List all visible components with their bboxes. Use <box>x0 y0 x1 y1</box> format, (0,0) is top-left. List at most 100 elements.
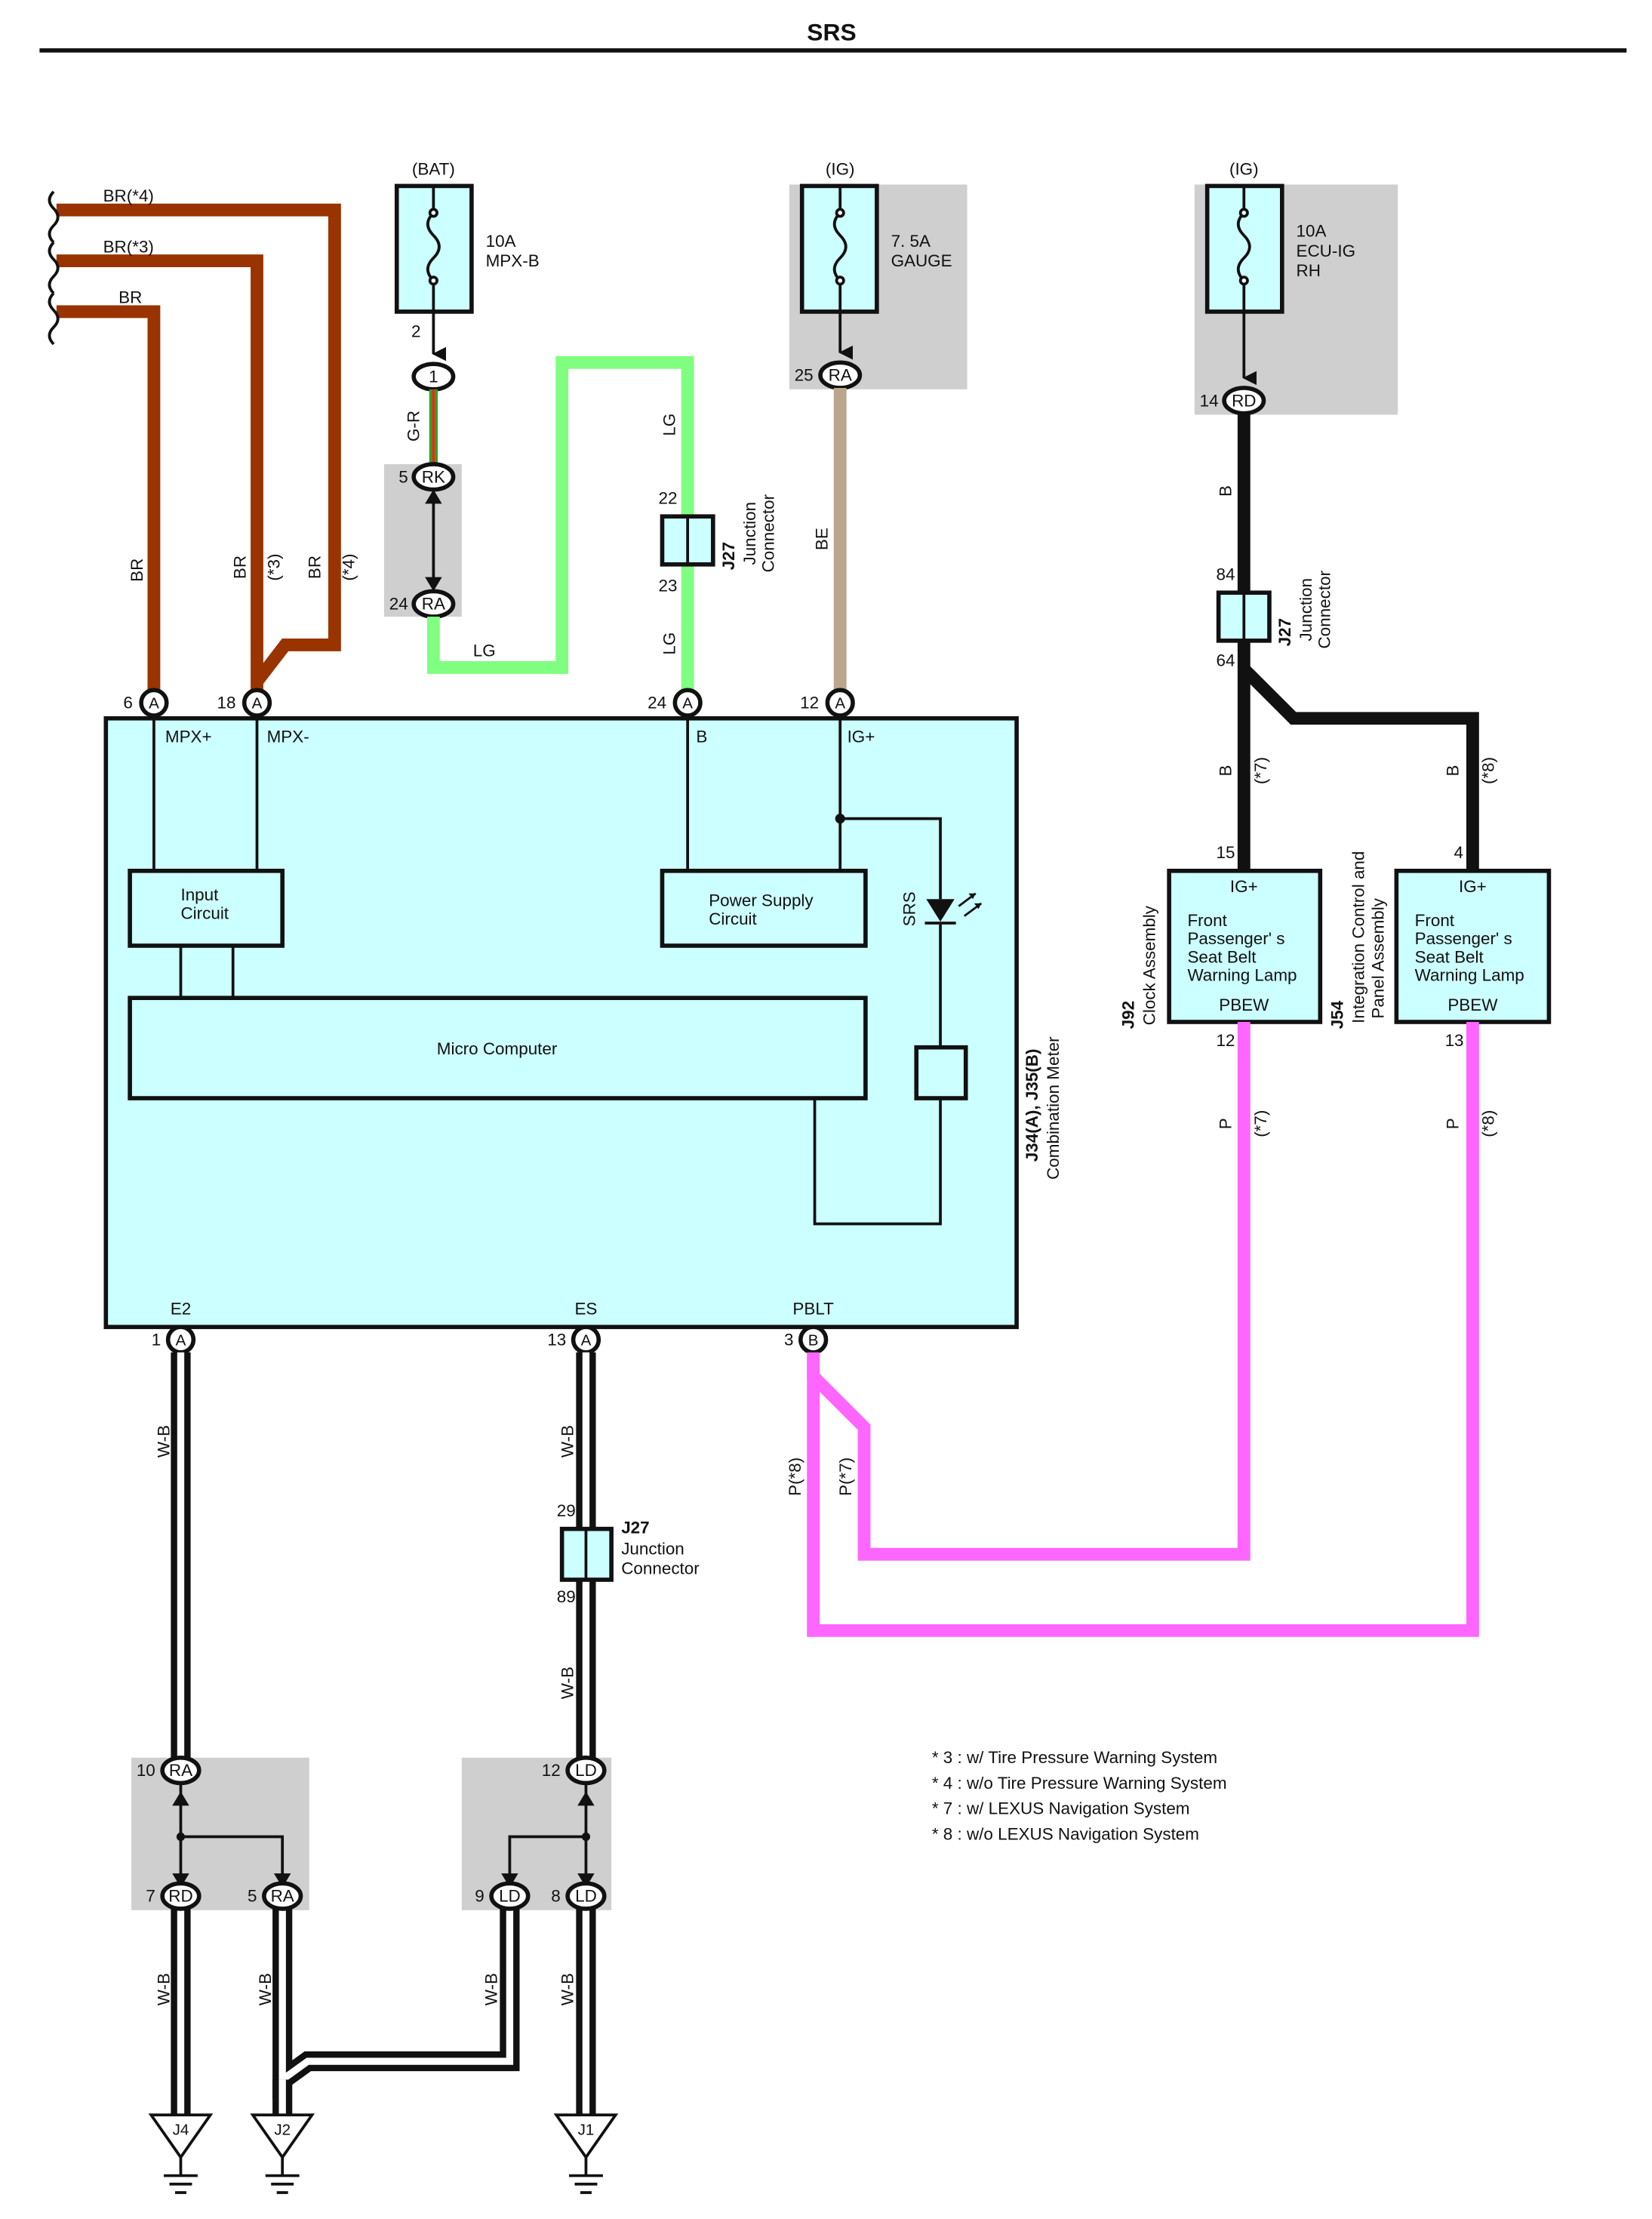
wire-label-gr: G-R <box>405 411 423 442</box>
source-bat: (BAT) <box>412 159 455 178</box>
wire-label-wb2: W-B <box>558 1425 577 1457</box>
svg-text:12: 12 <box>800 694 819 712</box>
wb-wires <box>171 1352 596 2116</box>
wire-label-p-left: P <box>1216 1118 1235 1129</box>
svg-text:A: A <box>581 1331 592 1349</box>
lamp-panel-pbew: PBEW <box>1447 996 1498 1014</box>
lamp-panel-l3: Seat Belt <box>1415 947 1484 966</box>
ground-icon-j2: J2 <box>250 2113 315 2194</box>
svg-text:6: 6 <box>123 694 132 712</box>
pin-j27-23: 23 <box>658 576 677 595</box>
pin-j27-84: 84 <box>1216 565 1235 583</box>
wire-label-b-right: B <box>1444 765 1463 776</box>
svg-text:10: 10 <box>137 1761 155 1780</box>
fuse-gauge-name: GAUGE <box>891 251 952 270</box>
splice-right: LD 12 LD 9 LD 8 <box>475 1755 607 1911</box>
wire-label-b-right-star: (*8) <box>1478 757 1497 784</box>
micro-computer <box>128 996 868 1100</box>
j54-label: J54 <box>1327 1000 1346 1029</box>
svg-text:A: A <box>835 695 845 712</box>
lamp-box-clock <box>1167 869 1323 1024</box>
junction-dot <box>835 814 845 824</box>
svg-text:RA: RA <box>271 1887 294 1906</box>
fuse-ecu-symbol <box>1236 186 1251 312</box>
meter-label-igp: IG+ <box>848 728 875 746</box>
svg-text:B: B <box>808 1331 819 1349</box>
pin-j27-89: 89 <box>557 1587 576 1606</box>
meter-label-mpxm: MPX- <box>267 728 309 746</box>
micro-computer-label: Micro Computer <box>437 1039 558 1058</box>
connector-rd-a-label: RD <box>1232 391 1256 410</box>
svg-text:1: 1 <box>152 1330 161 1349</box>
wire-label-wb3: W-B <box>558 1667 577 1699</box>
wire-label-p-right: P <box>1444 1118 1463 1129</box>
meter-internal-wiring <box>152 716 942 1226</box>
meter-label-pblt: PBLT <box>792 1299 834 1318</box>
meter-bottom-pins: A 1 A 13 B 3 <box>152 1325 829 1355</box>
meter-label-e2: E2 <box>171 1299 191 1318</box>
fuse-gauge-symbol <box>832 186 848 312</box>
wire-label-p-right-star: (*8) <box>1478 1110 1497 1137</box>
rk-arrow-up <box>425 489 442 504</box>
svg-text:RD: RD <box>168 1887 192 1906</box>
svg-text:7: 7 <box>146 1887 155 1906</box>
wire-lg <box>426 355 694 691</box>
svg-text:5: 5 <box>248 1887 257 1906</box>
j54-desc1: Integration Control and <box>1349 851 1367 1023</box>
meter-label-b: B <box>696 728 707 746</box>
note-4: * 8 : w/o LEXUS Navigation System <box>932 1824 1199 1843</box>
wire-label-b-top: B <box>1216 485 1235 497</box>
j27-b-name: J27 <box>1275 618 1294 646</box>
wire-label-p-left-star: (*7) <box>1251 1110 1270 1137</box>
wire-label-be: BE <box>812 528 831 550</box>
j27-lg-name: J27 <box>719 542 738 570</box>
pin-ra-25: 25 <box>795 366 814 385</box>
j27-es-name: J27 <box>621 1518 649 1537</box>
svg-text:RA: RA <box>169 1761 192 1780</box>
lamp-panel-igp: IG+ <box>1459 877 1487 896</box>
connector-rk-label: RK <box>422 467 445 486</box>
j27-lg-desc1: Junction <box>740 502 759 565</box>
wire-label-star3: (*3) <box>264 553 283 580</box>
power-supply-label2: Circuit <box>709 909 757 928</box>
fuse-ecu-name1: ECU-IG <box>1297 242 1356 260</box>
svg-text:13: 13 <box>547 1330 566 1349</box>
svg-text:A: A <box>682 695 693 712</box>
j27-b-desc2: Connector <box>1315 570 1334 648</box>
wire-label-b-left-star: (*7) <box>1251 757 1270 784</box>
lamp-clock-l1: Front <box>1187 911 1227 930</box>
wire-label-wb6: W-B <box>482 1973 501 2005</box>
wire-label-lg-v2: LG <box>660 632 678 655</box>
svg-text:18: 18 <box>217 694 235 712</box>
pin-rk-5: 5 <box>398 467 408 486</box>
footnotes: * 3 : w/ Tire Pressure Warning System * … <box>932 1748 1227 1843</box>
wire-label-wb5: W-B <box>256 1973 275 2005</box>
splice-left: RA 10 RD 7 RA 5 <box>137 1755 303 1911</box>
j27-lg-desc2: Connector <box>758 494 777 572</box>
meter-top-pins: A 6 A 18 A 24 A 12 <box>123 688 855 718</box>
pin-lamp-15: 15 <box>1216 843 1235 862</box>
fuse-ecu-name2: RH <box>1297 261 1321 280</box>
svg-text:12: 12 <box>542 1761 561 1780</box>
lamp-clock-l2: Passenger' s <box>1187 929 1284 948</box>
wire-label-lg-h: LG <box>473 641 496 660</box>
fuse-mpxb-symbol <box>426 186 441 312</box>
svg-text:A: A <box>252 695 263 712</box>
svg-text:J1: J1 <box>578 2121 595 2138</box>
srs-label: SRS <box>900 891 918 926</box>
pin-j27-29: 29 <box>557 1501 576 1520</box>
j92-label: J92 <box>1118 1001 1137 1029</box>
j27-es-desc1: Junction <box>621 1539 684 1558</box>
pin-lamp-13: 13 <box>1445 1031 1464 1050</box>
source-ig1: (IG) <box>826 159 855 178</box>
connector-ra-a-label: RA <box>422 595 445 614</box>
lamp-clock-l3: Seat Belt <box>1187 947 1257 966</box>
wire-label-b-left: B <box>1216 765 1235 776</box>
wire-label-br-v: BR <box>128 559 146 582</box>
svg-text:9: 9 <box>475 1887 484 1906</box>
input-circuit-label1: Input <box>180 885 219 904</box>
wire-label-wb7: W-B <box>558 1973 577 2005</box>
source-ig2: (IG) <box>1229 159 1259 178</box>
wire-br4 <box>56 203 341 686</box>
meter-ref: J34(A), J35(B) <box>1023 1049 1041 1162</box>
